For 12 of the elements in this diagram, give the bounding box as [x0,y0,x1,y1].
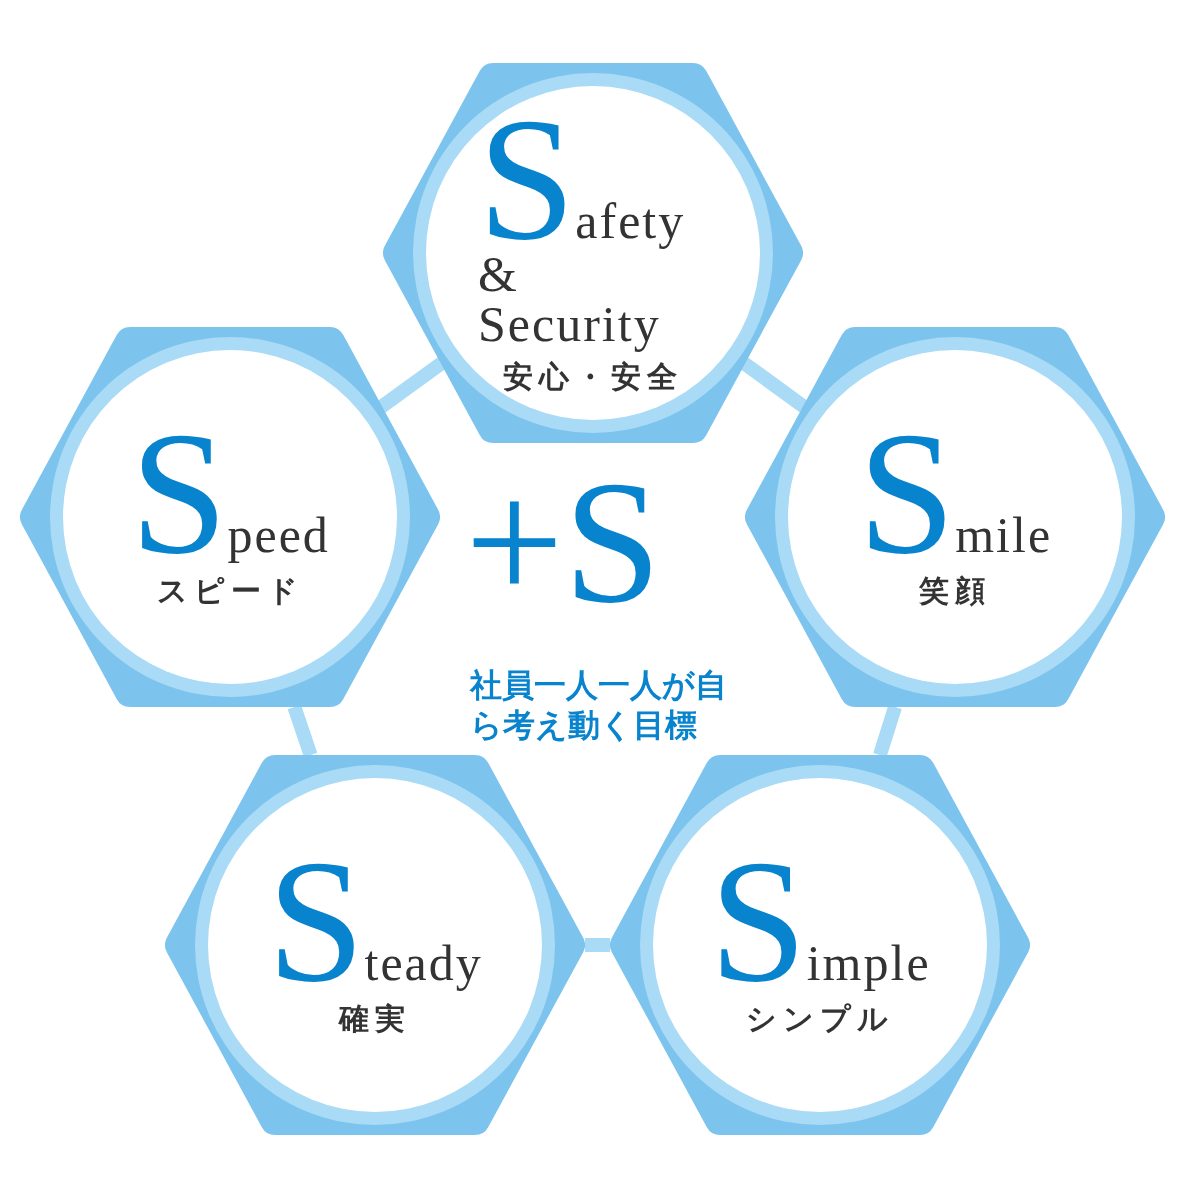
subtitle-text: 社員一人一人が自ら考え動く目標 [470,665,728,745]
keyword-text: Speed [130,422,330,563]
caption-text: 笑顔 [919,571,991,610]
connector-bar [585,938,610,952]
caption-text: 安心・安全 [503,357,683,396]
center-mark-text: +S [465,455,662,630]
keyword-text: Simple [709,850,931,991]
caption-text: シンプル [746,999,894,1038]
caption-text: 確実 [339,999,411,1038]
keyword-text: Smile [857,422,1053,563]
keyword-text: Steady [267,850,483,991]
caption-text: スピード [156,571,304,610]
